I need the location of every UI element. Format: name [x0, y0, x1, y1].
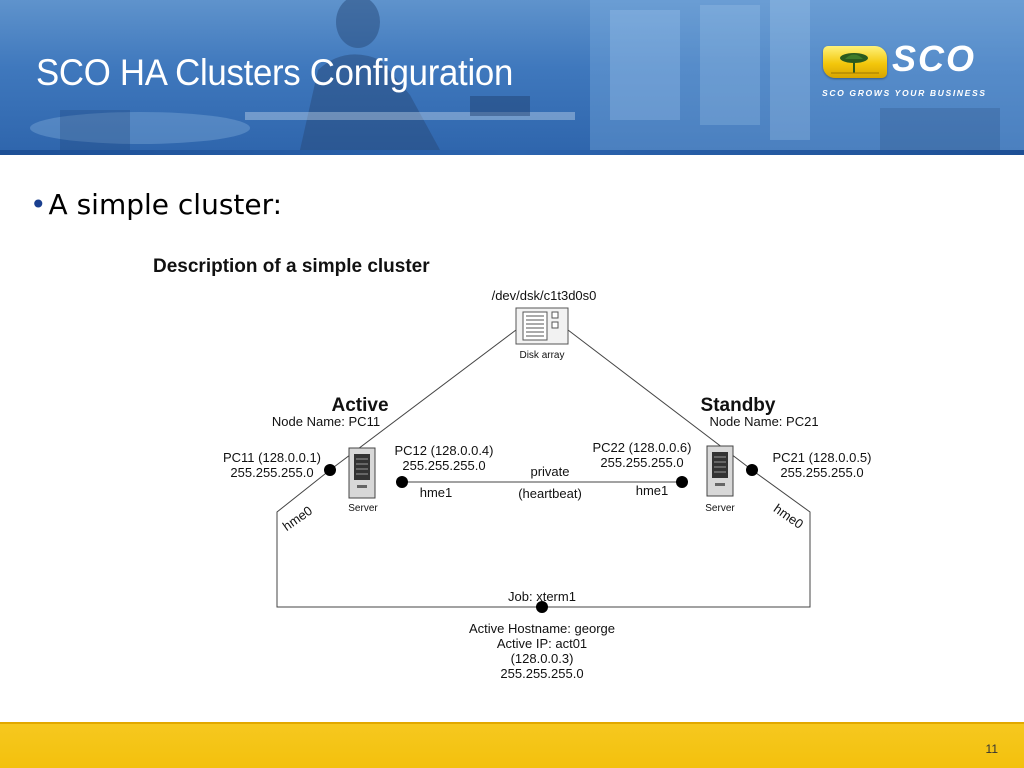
heartbeat-label: (heartbeat)	[518, 486, 582, 501]
active-to-disk-line	[329, 329, 517, 471]
standby-private-mask: 255.255.255.0	[600, 455, 683, 470]
network-lines	[276, 329, 811, 608]
job-mask: 255.255.255.0	[500, 666, 583, 681]
standby-server-icon	[706, 445, 734, 497]
private-link-label: private	[530, 464, 569, 479]
active-node-name: Node Name: PC11	[272, 414, 380, 429]
disk-device-label: /dev/dsk/c1t3d0s0	[492, 288, 597, 303]
standby-private-ip: PC22 (128.0.0.6)	[592, 440, 691, 455]
bullet-item: •A simple cluster:	[30, 188, 282, 221]
slide-footer	[0, 724, 1024, 768]
job-hostname: Active Hostname: george	[469, 621, 615, 636]
sco-logo: SCO SCO GROWS YOUR BUSINESS	[816, 38, 996, 102]
active-public-ip: PC11 (128.0.0.1)	[223, 450, 321, 465]
job-ip-port	[536, 601, 548, 613]
sco-tagline: SCO GROWS YOUR BUSINESS	[822, 88, 987, 98]
active-server-icon	[348, 447, 376, 499]
job-name: Job: xterm1	[508, 589, 576, 604]
sco-tree-emblem-icon	[823, 46, 887, 78]
active-public-iface: hme0	[280, 503, 315, 534]
job-address: (128.0.0.3)	[511, 651, 574, 666]
active-public-mask: 255.255.255.0	[230, 465, 313, 480]
standby-server-label: Server	[705, 503, 735, 514]
standby-public-ip: PC21 (128.0.0.5)	[772, 450, 871, 465]
standby-private-iface: hme1	[636, 483, 669, 498]
diagram-title: Description of a simple cluster	[153, 256, 430, 277]
active-server-label: Server	[348, 503, 378, 514]
sco-wordmark: SCO	[892, 38, 977, 79]
footer-divider	[0, 722, 1024, 724]
standby-role-label: Standby	[701, 395, 776, 416]
office-background-photo	[30, 0, 1024, 150]
active-role-label: Active	[331, 395, 388, 416]
active-private-port	[396, 476, 408, 488]
disk-array-icon	[515, 307, 569, 345]
active-public-port	[324, 464, 336, 476]
standby-public-port	[746, 464, 758, 476]
active-private-mask: 255.255.255.0	[402, 458, 485, 473]
disk-array-label: Disk array	[519, 350, 564, 361]
active-private-iface: hme1	[420, 485, 453, 500]
bullet-text: A simple cluster:	[48, 188, 283, 221]
job-active-ip: Active IP: act01	[497, 636, 587, 651]
standby-public-mask: 255.255.255.0	[780, 465, 863, 480]
standby-public-line	[542, 469, 811, 608]
bullet-dot-icon: •	[30, 188, 47, 221]
cluster-diagram: Description of a simple cluster /dev/dsk…	[153, 256, 872, 681]
standby-node-name: Node Name: PC21	[709, 414, 818, 429]
active-public-line	[276, 469, 542, 608]
active-private-ip: PC12 (128.0.0.4)	[394, 443, 493, 458]
header-divider	[0, 150, 1024, 155]
standby-private-port	[676, 476, 688, 488]
page-number: 11	[985, 742, 998, 756]
slide-title: SCO HA Clusters Configuration	[36, 52, 514, 93]
slide-header: SCO HA Clusters Configuration SCO SCO GR…	[0, 0, 1024, 150]
